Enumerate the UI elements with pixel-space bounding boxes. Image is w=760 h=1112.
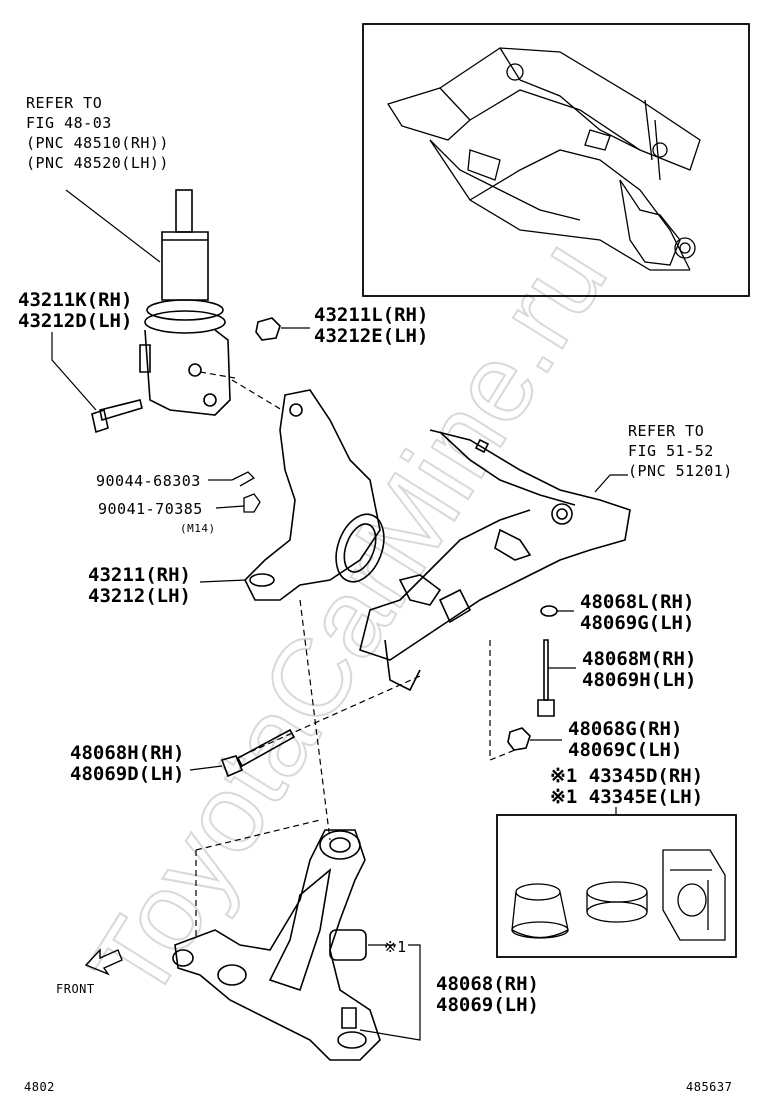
part-90041[interactable]: 90041-70385: [98, 500, 203, 518]
refer-strut-4: (PNC 48520(LH)): [26, 154, 169, 172]
nut-48068G: [507, 727, 531, 751]
boot-kit-box: [496, 814, 737, 958]
nut-43211L: [255, 317, 281, 341]
refer-frame-1: REFER TO: [628, 422, 705, 440]
footer-left: 4802: [24, 1080, 55, 1094]
part-90044[interactable]: 90044-68303: [96, 472, 201, 490]
part-48068L[interactable]: 48068L(RH): [580, 591, 695, 613]
part-48069H-lh[interactable]: 48069H(LH): [582, 669, 697, 691]
dust-boot: [511, 883, 569, 939]
refer-frame-2: FIG 51-52: [628, 442, 714, 460]
part-43212E[interactable]: 43212E(LH): [314, 325, 429, 347]
cotter-pin: [231, 471, 256, 487]
leader-strut: [65, 189, 161, 263]
part-48068G[interactable]: 48068G(RH): [568, 718, 683, 740]
part-48069[interactable]: 48069(LH): [436, 994, 539, 1016]
steering-knuckle: [244, 389, 385, 601]
leader-strut-bolt: [51, 332, 97, 411]
ball-joint: [329, 929, 367, 1029]
part-48069D[interactable]: 48069D(LH): [70, 763, 185, 785]
part-43345E[interactable]: ※1 43345E(LH): [550, 786, 704, 808]
overview-assembly: [386, 47, 701, 271]
strut-assembly: [139, 189, 231, 416]
leader-frame: [594, 474, 628, 493]
part-43211L[interactable]: 43211L(RH): [314, 304, 429, 326]
part-90041-size: (M14): [180, 522, 216, 535]
washer: [540, 605, 558, 617]
part-48068H[interactable]: 48068H(RH): [70, 742, 185, 764]
part-43211[interactable]: 43211(RH): [88, 564, 191, 586]
footer-right: 485637: [686, 1080, 733, 1094]
part-43212[interactable]: 43212(LH): [88, 585, 191, 607]
refer-frame-3: (PNC 51201): [628, 462, 733, 480]
strut-bolt: [91, 399, 143, 434]
part-48069C[interactable]: 48069C(LH): [568, 739, 683, 761]
part-48068[interactable]: 48068(RH): [436, 973, 539, 995]
note-x1: ※1: [384, 938, 407, 956]
part-43212D[interactable]: 43212D(LH): [18, 310, 133, 332]
long-bolt: [537, 639, 555, 717]
refer-strut-1: REFER TO: [26, 94, 103, 112]
front-label: FRONT: [56, 982, 95, 996]
grease-packet: [662, 849, 726, 941]
overview-inset-box: [362, 23, 750, 297]
refer-strut-3: (PNC 48510(RH)): [26, 134, 169, 152]
part-48068M[interactable]: 48068M(RH): [582, 648, 697, 670]
part-43211K[interactable]: 43211K(RH): [18, 289, 133, 311]
front-arrow-icon: [84, 948, 123, 976]
nut-90041: [243, 493, 261, 513]
suspension-crossmember: [359, 429, 631, 692]
refer-strut-2: FIG 48-03: [26, 114, 112, 132]
bolt-48068H: [220, 728, 296, 778]
lower-control-arm: [172, 829, 381, 1061]
part-48069G[interactable]: 48069G(LH): [580, 612, 695, 634]
clamp-ring: [586, 881, 648, 923]
part-43345D[interactable]: ※1 43345D(RH): [550, 765, 704, 787]
